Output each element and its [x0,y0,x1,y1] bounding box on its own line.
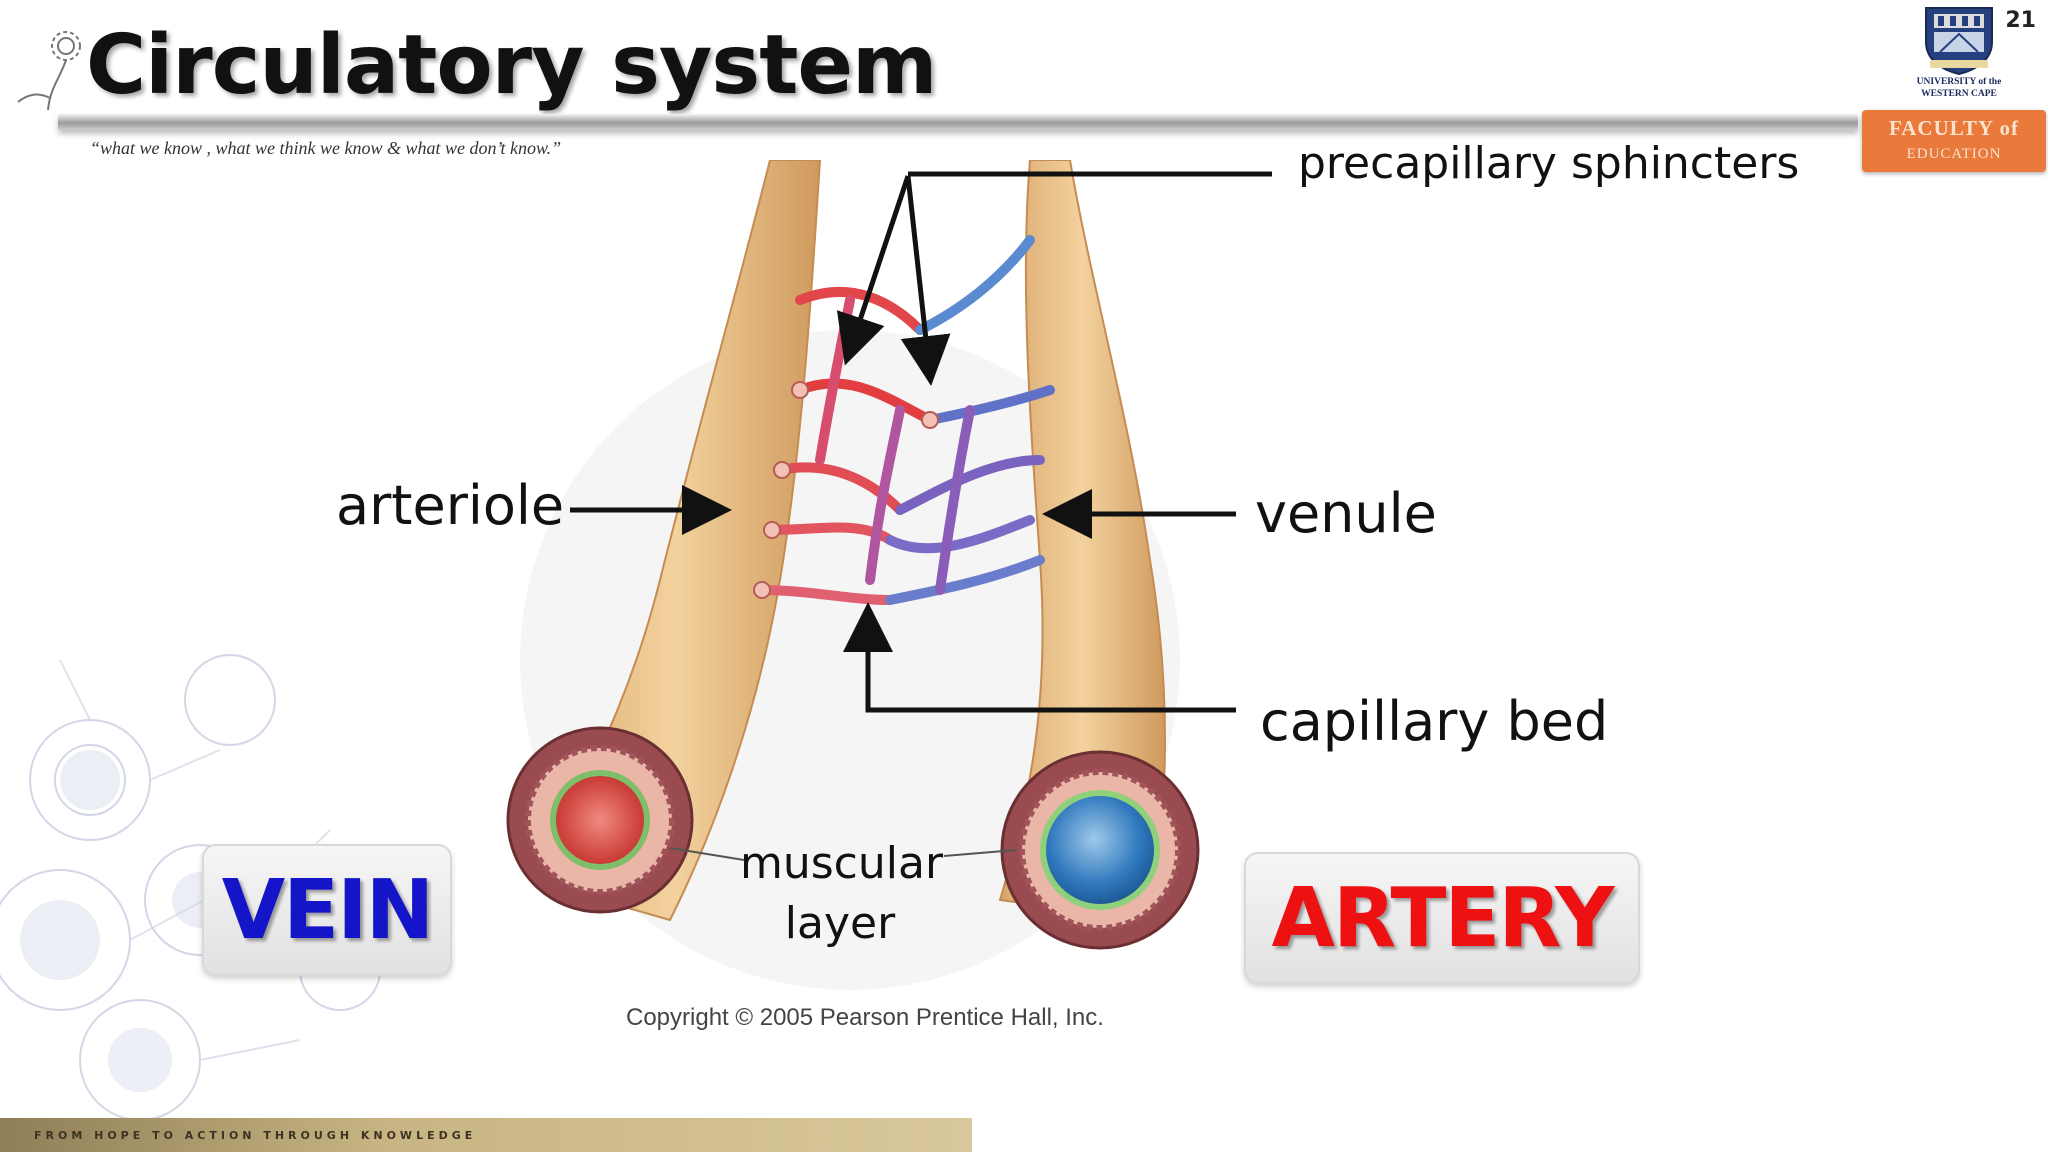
copyright-notice: Copyright © 2005 Pearson Prentice Hall, … [626,1004,1104,1031]
university-name-line1: UNIVERSITY of the [1916,77,2002,87]
faculty-badge: FACULTY of EDUCATION [1862,110,2046,172]
label-venule: venule [1255,482,1437,545]
left-cross-section [506,726,694,914]
label-muscular-line1: muscular [740,838,944,889]
vein-tag: VEIN [202,844,452,976]
slide-subtitle: “what we know , what we think we know & … [90,138,562,158]
label-precapillary-sphincters: precapillary sphincters [1298,138,1800,189]
university-crest-icon [1925,7,1993,76]
precapillary-arrow-right [900,175,951,386]
label-muscular-line2: layer [784,898,896,949]
label-muscular-layer: muscular layer [740,834,944,954]
left-vessel [528,160,822,922]
muscular-pointer-left [669,847,745,861]
university-name-line2: WESTERN CAPE [1921,89,1997,99]
muscular-pointer-right [943,849,1017,857]
footer-motto: FROM HOPE TO ACTION THROUGH KNOWLEDGE [34,1129,477,1142]
title-divider [58,114,1858,130]
university-name: UNIVERSITY of the WESTERN CAPE [1888,76,2030,100]
label-capillary-bed: capillary bed [1260,690,1609,753]
precapillary-arrow-left [836,175,911,366]
right-cross-section [1000,750,1200,950]
artery-tag: ARTERY [1244,852,1640,984]
footer-band [0,1118,972,1152]
slide-title: Circulatory system [86,18,937,113]
page-number: 21 [2005,8,2036,33]
faculty-badge-line2: EDUCATION [1906,146,2002,162]
faculty-badge-line1: FACULTY of [1889,116,2019,140]
flower-ornament-icon [17,31,81,111]
capillary-bed-pointer-line [843,602,1236,713]
label-arteriole: arteriole [336,474,565,537]
